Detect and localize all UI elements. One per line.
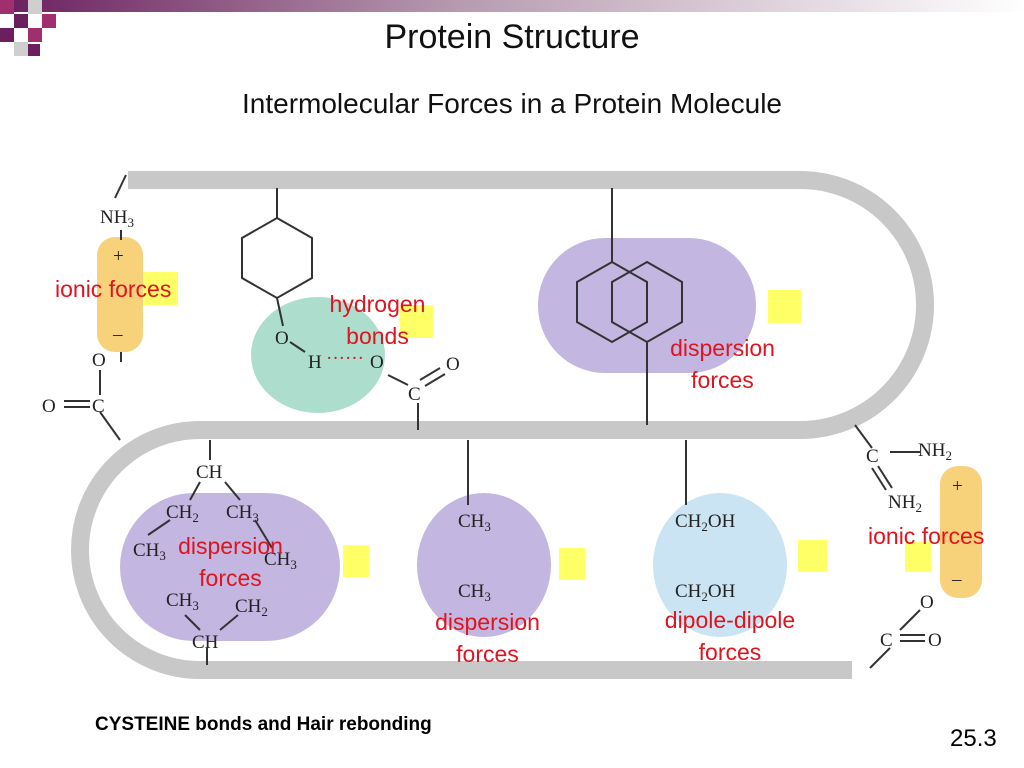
highlight-box bbox=[905, 542, 931, 572]
ionic-forces-right-label: ionic forces bbox=[868, 523, 985, 549]
protein-backbone bbox=[71, 171, 934, 679]
nh3-label: NH3 bbox=[100, 207, 134, 230]
nh2-top: NH2 bbox=[918, 440, 952, 463]
carboxyl-carbon: C bbox=[408, 384, 421, 405]
nh2-bottom: NH2 bbox=[888, 492, 922, 515]
ch2-label-2: CH2 bbox=[235, 596, 268, 619]
corner-squares-icon bbox=[0, 0, 56, 56]
oxygen-right-top: O bbox=[920, 592, 934, 613]
highlight-box bbox=[768, 290, 801, 323]
left-dispersion-region bbox=[120, 493, 340, 641]
ch2-label-1: CH2 bbox=[166, 502, 199, 525]
acceptor-oxygen: O bbox=[370, 352, 384, 373]
ch3-label-2: CH3 bbox=[133, 540, 166, 563]
ch-bottom-label: CH bbox=[192, 632, 219, 653]
oxygen-left-top: O bbox=[92, 350, 106, 371]
ch3-label-1: CH3 bbox=[226, 502, 259, 525]
ch3-label-4: CH3 bbox=[166, 590, 199, 613]
carboxyl-oxygen: O bbox=[446, 354, 460, 375]
footer-caption: CYSTEINE bonds and Hair rebonding bbox=[95, 714, 432, 735]
carbon-left: C bbox=[92, 396, 105, 417]
ionic-forces-left-label: ionic forces bbox=[55, 276, 172, 302]
right-charge-bar bbox=[940, 466, 982, 598]
guanidine-carbon: C bbox=[866, 446, 879, 467]
title-decoration bbox=[0, 0, 1024, 56]
highlight-box bbox=[400, 305, 433, 338]
protein-diagram: NH3 + – O O C O H ······ O O C CH CH2 CH… bbox=[42, 171, 982, 679]
ch3-mid-bottom: CH3 bbox=[458, 581, 491, 604]
highlight-box bbox=[343, 545, 369, 577]
minus-sign-left: – bbox=[112, 324, 123, 345]
left-charge-bar bbox=[97, 237, 143, 352]
ch3-label-3: CH3 bbox=[264, 549, 297, 572]
page-title: Protein Structure bbox=[384, 18, 640, 56]
ch-top-label: CH bbox=[196, 462, 223, 483]
page-subtitle: Intermolecular Forces in a Protein Molec… bbox=[241, 88, 782, 119]
phenol-oxygen: O bbox=[275, 328, 289, 349]
plus-sign-left: + bbox=[113, 246, 124, 267]
ch2oh-bottom: CH2OH bbox=[675, 581, 736, 604]
highlight-box bbox=[143, 272, 178, 305]
highlight-box bbox=[798, 540, 827, 572]
hydrogen-bond-region bbox=[251, 297, 385, 413]
hydrogen-atom: H bbox=[308, 352, 322, 373]
hbond-dots: ······ bbox=[326, 348, 364, 369]
ch3-mid-top: CH3 bbox=[458, 511, 491, 534]
oxygen-left-double: O bbox=[42, 396, 56, 417]
slide-number: 25.3 bbox=[950, 725, 997, 752]
minus-sign-right: – bbox=[951, 569, 962, 590]
plus-sign-right: + bbox=[952, 476, 963, 497]
highlight-box bbox=[559, 548, 585, 580]
ch2oh-top: CH2OH bbox=[675, 511, 736, 534]
oxygen-right-double: O bbox=[928, 630, 942, 651]
dipole-region bbox=[653, 493, 787, 637]
carbon-right: C bbox=[880, 630, 893, 651]
middle-dispersion-region bbox=[417, 493, 551, 637]
